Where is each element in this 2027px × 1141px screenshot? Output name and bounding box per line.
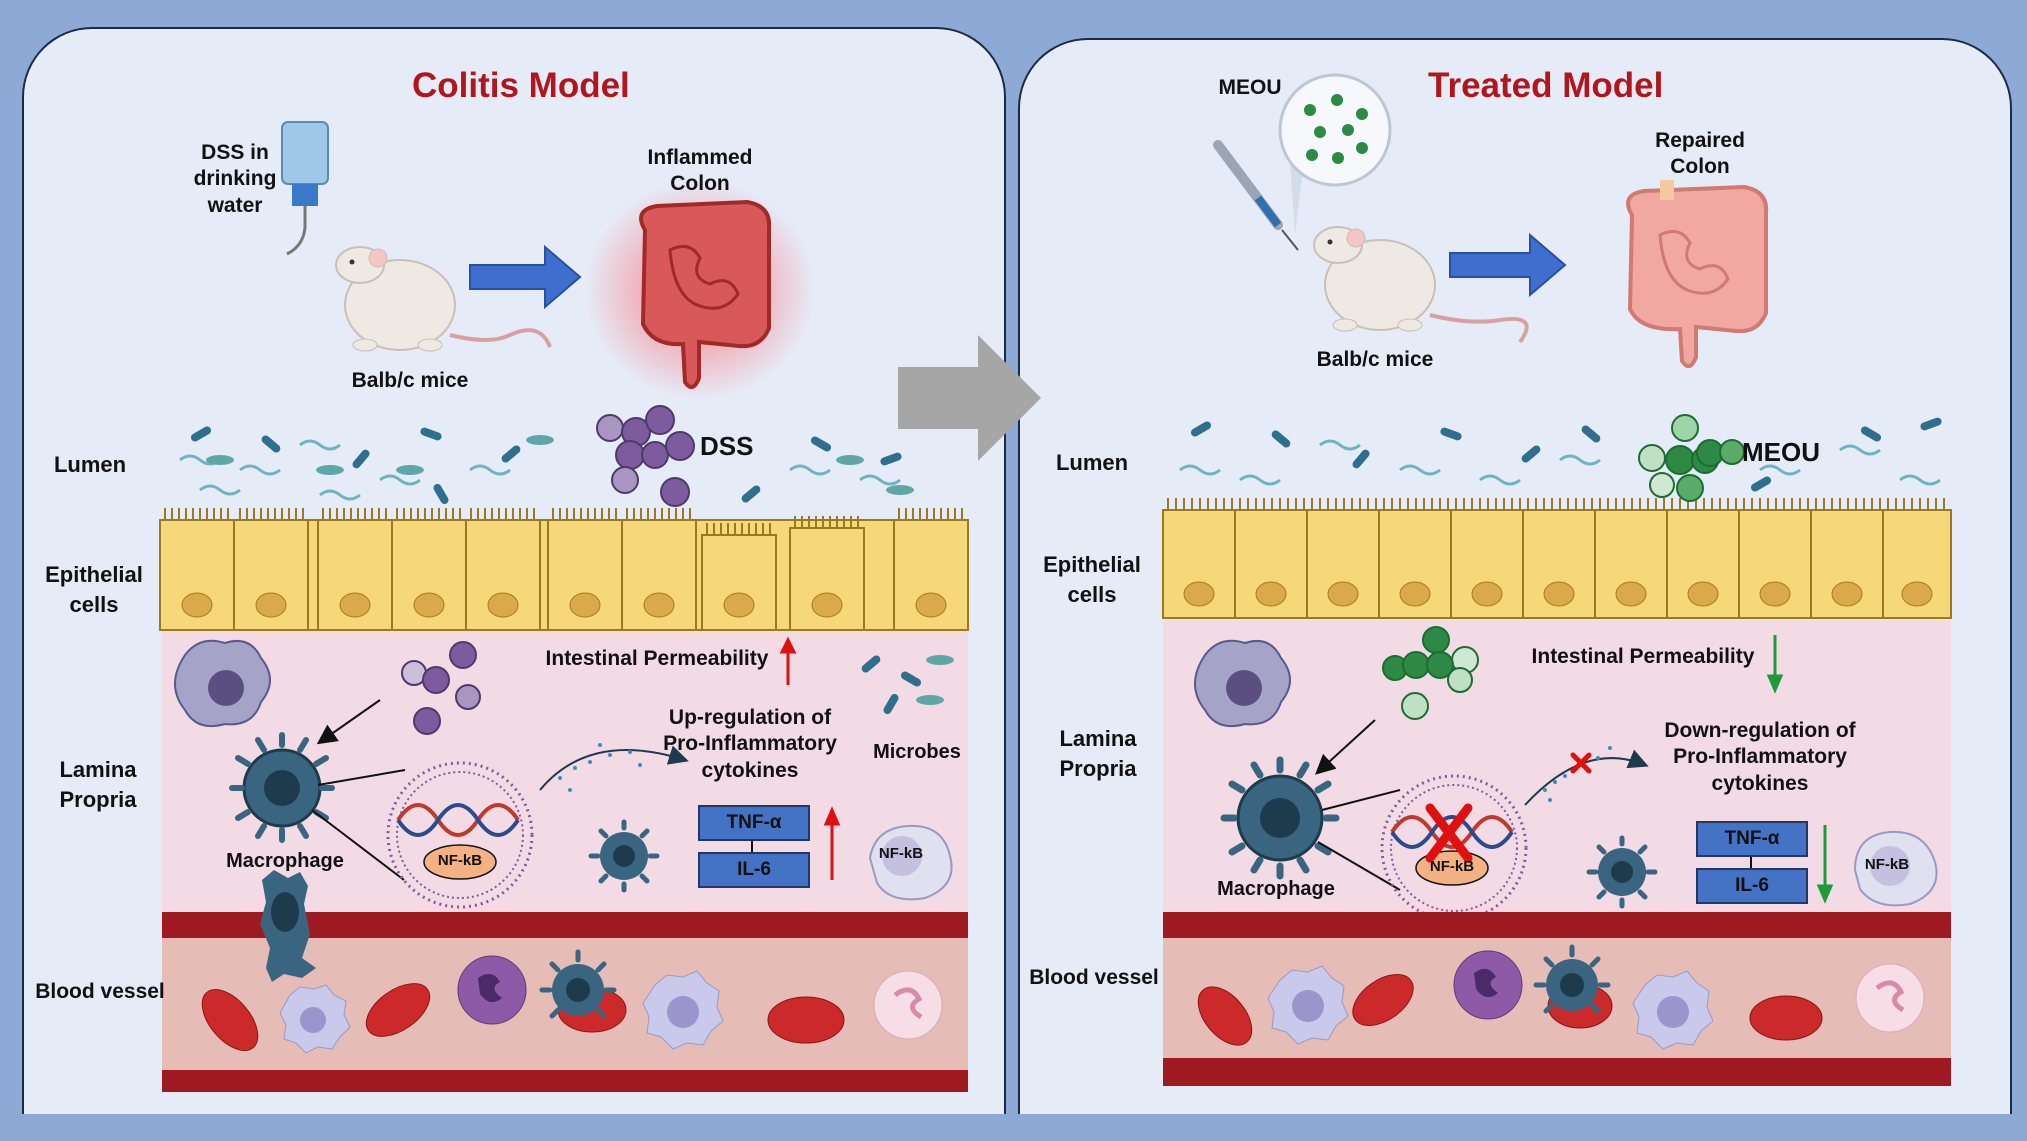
lamina-microbes-left bbox=[861, 655, 954, 715]
nfkb-cell-left bbox=[868, 824, 953, 901]
activated-macrophage-right bbox=[1220, 756, 1340, 880]
meou-particles-lumen bbox=[1638, 414, 1745, 502]
microvilli-left bbox=[164, 508, 963, 535]
macrophage-label-left: Macrophage bbox=[226, 850, 344, 872]
inflamed-colon-icon bbox=[585, 180, 815, 400]
mouse-icon-right bbox=[1313, 226, 1529, 344]
inflamed-colon-label: Inflammed Colon bbox=[647, 146, 753, 196]
resting-macrophage-left bbox=[174, 639, 271, 728]
epithelial-label-left: Epithelial cells bbox=[45, 562, 143, 617]
nfkb-cell-label-left: NF-kB bbox=[878, 845, 924, 862]
lamina-label-right: Lamina Propria bbox=[1059, 726, 1137, 781]
permeability-label-left: Intestinal Permeability bbox=[545, 647, 769, 670]
mouse-icon-left bbox=[335, 246, 552, 352]
meou-particles-lamina bbox=[1382, 626, 1479, 720]
upregulation-label: Up-regulation of Pro-Inflammatory cytoki… bbox=[663, 706, 837, 782]
syringe-icon bbox=[1213, 140, 1299, 251]
nfkb-label-right: NF-kB bbox=[1429, 858, 1475, 875]
nucleus-right bbox=[1380, 774, 1528, 922]
blue-arrow-right bbox=[1449, 232, 1567, 298]
il6-box-right: IL-6 bbox=[1696, 868, 1808, 904]
nfkb-cell-label-right: NF-kB bbox=[1864, 856, 1910, 873]
epithelium-right bbox=[1162, 498, 1952, 619]
repaired-colon-label: Repaired Colon bbox=[1655, 129, 1745, 179]
epithelial-label-right: Epithelial cells bbox=[1043, 552, 1141, 607]
tnf-alpha-box-left: TNF-α bbox=[698, 805, 810, 841]
blue-arrow-left bbox=[469, 244, 582, 310]
gray-right-arrow-icon bbox=[898, 335, 1041, 461]
activated-macrophage-left bbox=[229, 732, 335, 843]
repaired-colon-icon bbox=[1626, 180, 1769, 369]
dss-particle-label: DSS bbox=[700, 431, 754, 461]
mouse-label-right: Balb/c mice bbox=[1316, 348, 1434, 371]
lumen-microbes-right bbox=[1179, 417, 1942, 492]
meou-particle-label: MEOU bbox=[1742, 437, 1820, 467]
lamina-propria-right bbox=[1163, 620, 1951, 912]
permeability-label-right: Intestinal Permeability bbox=[1531, 645, 1755, 668]
tnf-alpha-box-right: TNF-α bbox=[1696, 821, 1808, 857]
lumen-left bbox=[162, 415, 968, 515]
downregulation-label: Down-regulation of Pro-Inflammatory cyto… bbox=[1664, 719, 1856, 795]
lumen-label-left: Lumen bbox=[53, 452, 127, 477]
nfkb-label-left: NF-kB bbox=[437, 852, 483, 869]
microbes-label: Microbes bbox=[873, 741, 961, 763]
blood-label-left: Blood vessel bbox=[35, 980, 165, 1003]
meou-drug-label: MEOU bbox=[1218, 76, 1282, 99]
macrophage-label-right: Macrophage bbox=[1217, 878, 1335, 900]
meou-magnified-icon bbox=[1278, 73, 1392, 235]
nucleus-left bbox=[386, 761, 534, 909]
blood-cells-left bbox=[201, 949, 943, 1054]
blood-label-right: Blood vessel bbox=[1029, 966, 1159, 989]
small-macrophage-right bbox=[1586, 835, 1658, 909]
small-macrophage-left bbox=[588, 819, 660, 893]
resting-macrophage-right bbox=[1194, 639, 1291, 728]
blood-cells-right bbox=[1197, 944, 1925, 1050]
dss-source-label: DSS in drinking water bbox=[193, 141, 277, 217]
nfkb-cell-right bbox=[1853, 830, 1938, 907]
colitis-model-title: Colitis Model bbox=[412, 66, 630, 105]
lumen-microbes-left bbox=[179, 426, 914, 505]
dss-particles-lamina bbox=[401, 641, 481, 735]
mouse-label-left: Balb/c mice bbox=[351, 369, 469, 392]
water-bottle-icon bbox=[281, 121, 329, 256]
lamina-label-left: Lamina Propria bbox=[59, 757, 137, 812]
treated-model-title: Treated Model bbox=[1428, 66, 1664, 105]
il6-box-left: IL-6 bbox=[698, 852, 810, 888]
epithelium-left bbox=[159, 519, 969, 631]
dss-particles-lumen bbox=[596, 405, 695, 507]
lumen-label-right: Lumen bbox=[1055, 450, 1129, 475]
extravasating-macrophage bbox=[260, 870, 316, 982]
